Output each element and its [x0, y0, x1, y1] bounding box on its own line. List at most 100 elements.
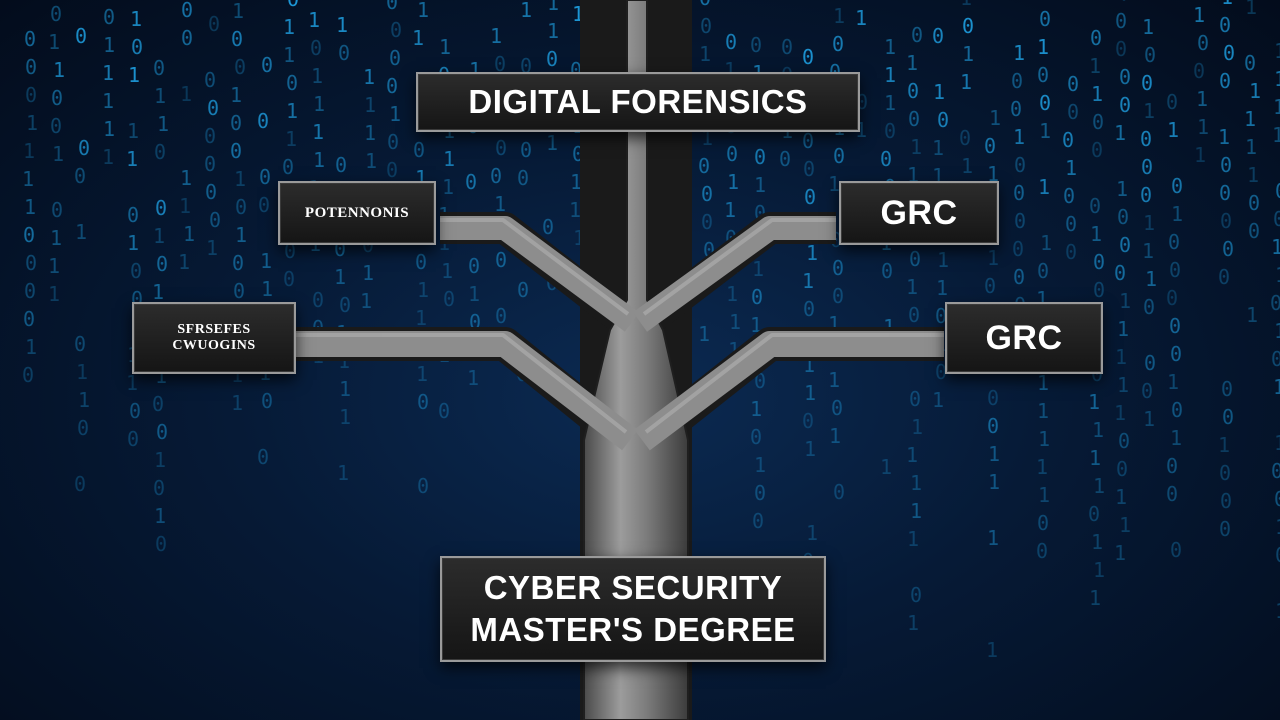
binary-digit: 0	[443, 287, 455, 311]
binary-digit: 1	[1065, 156, 1077, 180]
binary-digit: 0	[1274, 487, 1280, 511]
binary-digit: 0	[1115, 37, 1127, 61]
binary-digit: 1	[547, 0, 559, 15]
binary-digit: 0	[390, 18, 402, 42]
binary-digit: 0	[181, 0, 193, 22]
binary-digit: 0	[209, 208, 221, 232]
binary-digit: 1	[286, 99, 298, 123]
binary-digit: 1	[1114, 541, 1126, 565]
binary-digit: 0	[833, 144, 845, 168]
binary-digit: 0	[74, 472, 86, 496]
binary-digit: 1	[906, 51, 918, 75]
binary-digit: 0	[494, 52, 506, 76]
binary-digit: 0	[1117, 205, 1129, 229]
binary-digit: 0	[700, 14, 712, 38]
binary-digit: 1	[1038, 427, 1050, 451]
binary-digit: 1	[76, 360, 88, 384]
binary-digit: 1	[932, 136, 944, 160]
binary-digit: 0	[235, 195, 247, 219]
binary-digit: 0	[911, 23, 923, 47]
binary-digit: 0	[490, 164, 502, 188]
binary-digit: 1	[750, 397, 762, 421]
binary-digit: 0	[1218, 265, 1230, 289]
binary-digit: 0	[1219, 517, 1231, 541]
binary-digit: 1	[1275, 263, 1280, 287]
binary-digit: 1	[726, 282, 738, 306]
binary-digit: 1	[152, 280, 164, 304]
binary-digit: 1	[828, 368, 840, 392]
binary-digit: 0	[233, 279, 245, 303]
binary-digit: 0	[181, 26, 193, 50]
binary-digit: 1	[102, 0, 114, 1]
binary-digit: 0	[1036, 539, 1048, 563]
binary-digit: 1	[1013, 41, 1025, 65]
binary-digit: 0	[386, 0, 398, 14]
binary-digit: 1	[1218, 125, 1230, 149]
binary-digit: 1	[231, 391, 243, 415]
binary-digit: 1	[235, 223, 247, 247]
binary-digit: 0	[1169, 314, 1181, 338]
binary-digit: 0	[907, 79, 919, 103]
binary-digit: 1	[261, 277, 273, 301]
binary-digit: 0	[935, 304, 947, 328]
binary-digit: 0	[1170, 342, 1182, 366]
binary-digit: 0	[517, 166, 529, 190]
binary-digit: 0	[152, 392, 164, 416]
binary-digit: 0	[699, 0, 711, 10]
digital-forensics-label: DIGITAL FORENSICS	[468, 83, 808, 120]
binary-digit: 1	[1142, 239, 1154, 263]
binary-digit: 1	[806, 241, 818, 265]
binary-digit: 0	[1063, 184, 1075, 208]
binary-digit: 1	[933, 80, 945, 104]
binary-digit: 0	[231, 27, 243, 51]
binary-digit: 0	[127, 203, 139, 227]
binary-digit: 0	[987, 386, 999, 410]
binary-digit: 1	[1093, 558, 1105, 582]
binary-digit: 1	[911, 415, 923, 439]
binary-digit: 1	[230, 83, 242, 107]
binary-digit: 1	[907, 611, 919, 635]
binary-digit: 0	[546, 47, 558, 71]
binary-digit: 1	[154, 84, 166, 108]
binary-digit: 1	[754, 453, 766, 477]
binary-digit: 1	[442, 175, 454, 199]
binary-digit: 1	[884, 91, 896, 115]
binary-digit: 0	[74, 164, 86, 188]
binary-digit: 1	[1249, 79, 1261, 103]
binary-digit: 1	[153, 224, 165, 248]
binary-digit: 0	[1140, 183, 1152, 207]
binary-digit: 1	[754, 173, 766, 197]
binary-digit: 1	[468, 282, 480, 306]
binary-digit: 1	[752, 257, 764, 281]
binary-digit: 1	[1089, 586, 1101, 610]
binary-digit: 1	[339, 405, 351, 429]
binary-digit: 1	[102, 61, 114, 85]
binary-digit: 0	[204, 152, 216, 176]
binary-digit: 0	[23, 307, 35, 331]
binary-digit: 0	[1037, 63, 1049, 87]
binary-digit: 0	[1166, 90, 1178, 114]
binary-digit: 0	[1222, 237, 1234, 261]
binary-digit: 0	[287, 0, 299, 11]
binary-digit: 0	[415, 250, 427, 274]
binary-digit: 1	[987, 526, 999, 550]
binary-digit: 0	[962, 14, 974, 38]
binary-digit: 0	[207, 96, 219, 120]
binary-digit: 0	[832, 32, 844, 56]
binary-digit: 0	[803, 297, 815, 321]
binary-digit: 1	[311, 64, 323, 88]
binary-digit: 0	[802, 45, 814, 69]
binary-digit: 1	[1116, 177, 1128, 201]
binary-digit: 1	[1041, 0, 1053, 3]
binary-digit: 0	[987, 414, 999, 438]
binary-digit: 0	[495, 248, 507, 272]
binary-digit: 0	[1065, 212, 1077, 236]
binary-digit: 1	[883, 0, 895, 3]
binary-digit: 0	[1166, 482, 1178, 506]
binary-digit: 0	[880, 147, 892, 171]
binary-digit: 1	[781, 0, 793, 3]
binary-digit: 1	[232, 0, 244, 23]
binary-digit: 1	[178, 250, 190, 274]
left-upper-label: POTENNONIS	[304, 204, 410, 221]
binary-digit: 1	[127, 119, 139, 143]
